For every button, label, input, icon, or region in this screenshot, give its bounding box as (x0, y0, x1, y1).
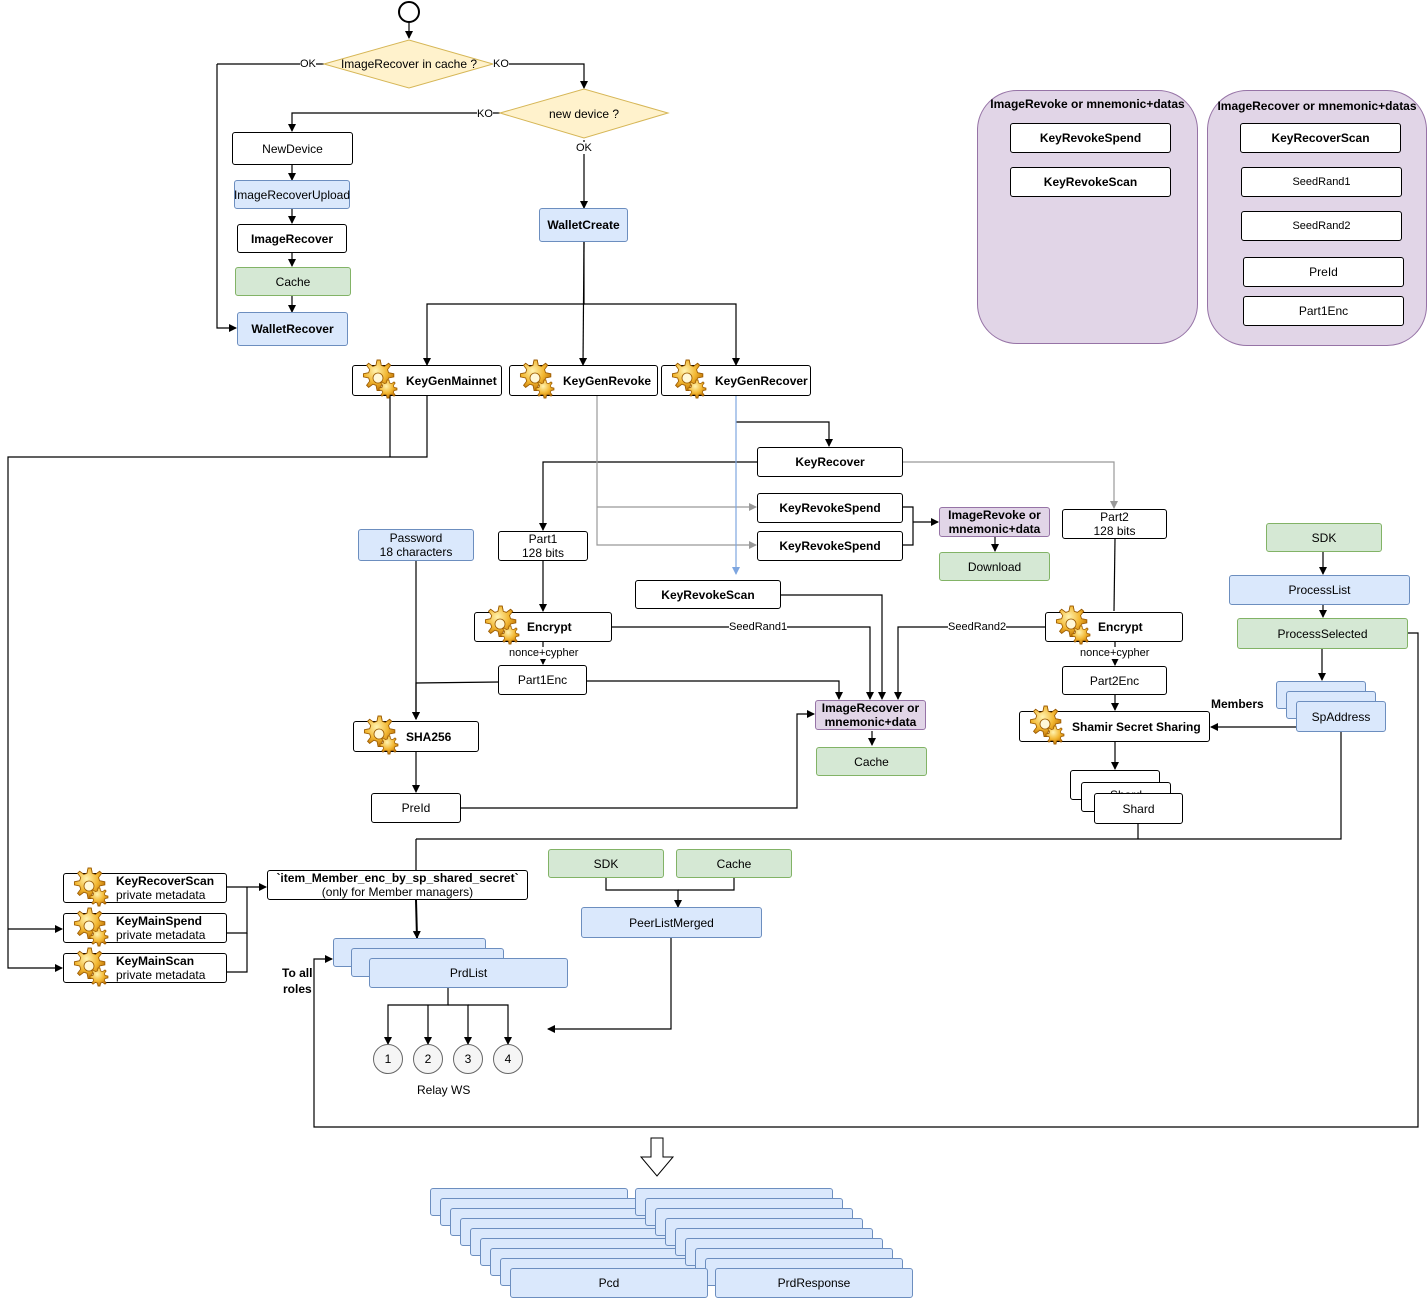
left-key-node[interactable]: KeyMainScan private metadata (63, 953, 227, 983)
wallet-create-node[interactable]: WalletCreate (539, 208, 628, 242)
left-key-sub: private metadata (116, 928, 206, 942)
encrypt-node-1[interactable]: Encrypt (474, 612, 612, 642)
sdk-mid-node[interactable]: SDK (548, 849, 664, 878)
item-member-line2: (only for Member managers) (321, 885, 474, 899)
recover-group-item[interactable]: KeyRecoverScan (1240, 123, 1401, 153)
revoke-group-item[interactable]: KeyRevokeScan (1010, 167, 1171, 197)
part1-line1: Part1 (528, 532, 558, 546)
image-recover-node[interactable]: ImageRecover (237, 224, 347, 253)
sp-address-node[interactable]: SpAddress (1296, 701, 1386, 732)
sdk-node[interactable]: SDK (1266, 523, 1382, 552)
edge-label-seedrand2: SeedRand2 (948, 621, 1007, 633)
key-revoke-scan-node[interactable]: KeyRevokeScan (635, 580, 781, 609)
image-recover-upload-node[interactable]: ImageRecoverUpload (234, 180, 350, 209)
password-node[interactable]: Password 18 characters (358, 529, 474, 561)
image-recover-box-line1: ImageRecover or (821, 701, 920, 715)
edge-label-to-all: To all (282, 966, 313, 980)
image-revoke-line2: mnemonic+data (948, 522, 1041, 536)
left-key-node[interactable]: KeyMainSpend private metadata (63, 913, 227, 943)
recover-group-item[interactable]: SeedRand1 (1241, 167, 1402, 197)
download-node[interactable]: Download (939, 552, 1050, 581)
part1-line2: 128 bits (521, 546, 565, 560)
edge-label-nonce-cypher: nonce+cypher (509, 647, 579, 659)
edge-label-ok: OK (576, 142, 592, 154)
keygen-recover-node[interactable]: KeyGenRecover (661, 365, 811, 396)
cache-node[interactable]: Cache (235, 267, 351, 296)
decision-device-shape (498, 88, 670, 139)
recover-group-item[interactable]: PreId (1243, 257, 1404, 287)
part1-node[interactable]: Part1 128 bits (498, 531, 588, 561)
edge-label-ko: KO (477, 108, 493, 120)
prd-response-node[interactable]: PrdResponse (715, 1268, 913, 1298)
password-line1: Password (389, 531, 443, 545)
edge-label-roles: roles (283, 982, 312, 996)
keygen-mainnet-node[interactable]: KeyGenMainnet (352, 365, 502, 396)
relay-3[interactable]: 3 (453, 1044, 483, 1074)
part2-line2: 128 bits (1093, 524, 1136, 538)
start-node (398, 1, 420, 23)
part1enc-node[interactable]: Part1Enc (498, 665, 587, 695)
prd-list-node[interactable]: PrdList (369, 958, 568, 988)
edge-label-members: Members (1211, 697, 1264, 711)
process-list-node[interactable]: ProcessList (1229, 575, 1410, 605)
wallet-recover-node[interactable]: WalletRecover (237, 312, 348, 346)
key-revoke-spend-node[interactable]: KeyRevokeSpend (757, 531, 903, 561)
peer-list-merged-node[interactable]: PeerListMerged (581, 907, 762, 938)
left-key-title: KeyRecoverScan (116, 874, 215, 888)
part2enc-node[interactable]: Part2Enc (1062, 666, 1167, 695)
encrypt-node-2[interactable]: Encrypt (1045, 612, 1183, 642)
shard-node[interactable]: Shard (1094, 793, 1183, 824)
item-member-line1: `item_Member_enc_by_sp_shared_secret` (276, 871, 519, 885)
edge-label-nonce-cypher: nonce+cypher (1080, 647, 1150, 659)
recover-group-item[interactable]: Part1Enc (1243, 296, 1404, 326)
new-device-node[interactable]: NewDevice (232, 132, 353, 165)
shamir-node[interactable]: Shamir Secret Sharing (1019, 711, 1210, 742)
left-key-title: KeyMainSpend (116, 914, 203, 928)
item-member-node[interactable]: `item_Member_enc_by_sp_shared_secret` (o… (267, 870, 528, 900)
edge-label-ko: KO (493, 58, 509, 70)
relay-1[interactable]: 1 (373, 1044, 403, 1074)
sha256-node[interactable]: SHA256 (353, 721, 479, 752)
relay-ws-label: Relay WS (417, 1083, 471, 1097)
revoke-group-item[interactable]: KeyRevokeSpend (1010, 123, 1171, 153)
revoke-group-title: ImageRevoke or mnemonic+datas (990, 97, 1185, 111)
image-revoke-line1: ImageRevoke or (948, 508, 1041, 522)
preid-node[interactable]: PreId (371, 793, 461, 823)
edge-label-seedrand1: SeedRand1 (729, 621, 788, 633)
cache-peer-node[interactable]: Cache (676, 849, 792, 878)
part2-node[interactable]: Part2 128 bits (1062, 509, 1167, 539)
decision-cache-label: ImageRecover in cache ? (340, 57, 478, 71)
cache-mid-node[interactable]: Cache (816, 747, 927, 776)
pcd-node[interactable]: Pcd (510, 1268, 708, 1298)
decision-device-label: new device ? (548, 107, 620, 121)
left-key-sub: private metadata (116, 968, 206, 982)
process-selected-node[interactable]: ProcessSelected (1237, 618, 1408, 649)
down-arrow (639, 1137, 675, 1177)
left-key-sub: private metadata (116, 888, 206, 902)
relay-2[interactable]: 2 (413, 1044, 443, 1074)
part2-line1: Part2 (1100, 510, 1129, 524)
image-recover-box-node[interactable]: ImageRecover or mnemonic+data (815, 700, 926, 730)
keygen-revoke-node[interactable]: KeyGenRevoke (509, 365, 658, 396)
recover-group-item[interactable]: SeedRand2 (1241, 211, 1402, 241)
password-line2: 18 characters (379, 545, 453, 559)
left-key-node[interactable]: KeyRecoverScan private metadata (63, 873, 227, 903)
key-recover-node[interactable]: KeyRecover (757, 447, 903, 477)
edge-label-ok: OK (300, 58, 316, 70)
recover-group-title: ImageRecover or mnemonic+datas (1217, 99, 1417, 113)
relay-4[interactable]: 4 (493, 1044, 523, 1074)
key-revoke-spend-node[interactable]: KeyRevokeSpend (757, 493, 903, 523)
image-recover-box-line2: mnemonic+data (824, 715, 917, 729)
left-key-title: KeyMainScan (116, 954, 195, 968)
image-revoke-node[interactable]: ImageRevoke or mnemonic+data (939, 507, 1050, 537)
